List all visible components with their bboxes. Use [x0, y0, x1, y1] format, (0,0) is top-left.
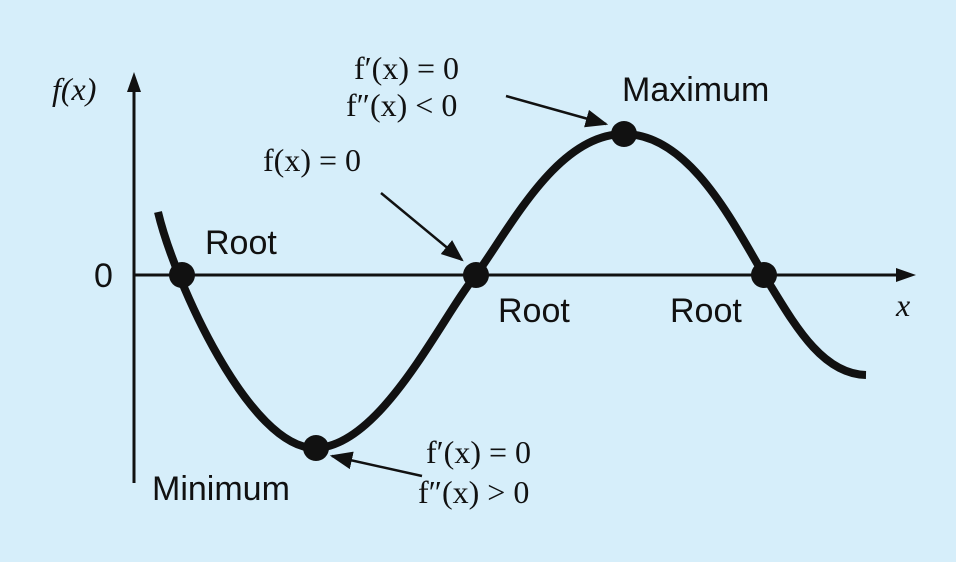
maximum-point — [611, 121, 637, 147]
root-label-left: Root — [205, 224, 277, 262]
root-label-right: Root — [670, 292, 742, 330]
root-point-right — [751, 262, 777, 288]
minimum-point — [303, 435, 329, 461]
root-point-middle — [463, 262, 489, 288]
maximum-condition-first-derivative: f′(x) = 0 — [354, 50, 459, 86]
zero-label: 0 — [94, 257, 113, 295]
root-label-middle: Root — [498, 292, 570, 330]
function-curve — [154, 129, 867, 453]
y-axis-label: f(x) — [52, 71, 96, 107]
maximum-label: Maximum — [622, 71, 769, 109]
root-arrow — [380, 192, 464, 262]
maximum-arrow — [505, 94, 609, 128]
minimum-condition-first-derivative: f′(x) = 0 — [426, 434, 531, 470]
x-axis-label: x — [895, 287, 910, 323]
y-axis-arrowhead — [127, 72, 141, 92]
minimum-label: Minimum — [152, 470, 290, 508]
minimum-arrow — [329, 451, 423, 478]
x-axis-arrowhead — [896, 268, 916, 282]
maximum-condition-second-derivative: f″(x) < 0 — [346, 87, 457, 123]
minimum-condition-second-derivative: f″(x) > 0 — [418, 474, 529, 510]
root-condition: f(x) = 0 — [263, 142, 361, 178]
root-point-left — [169, 262, 195, 288]
